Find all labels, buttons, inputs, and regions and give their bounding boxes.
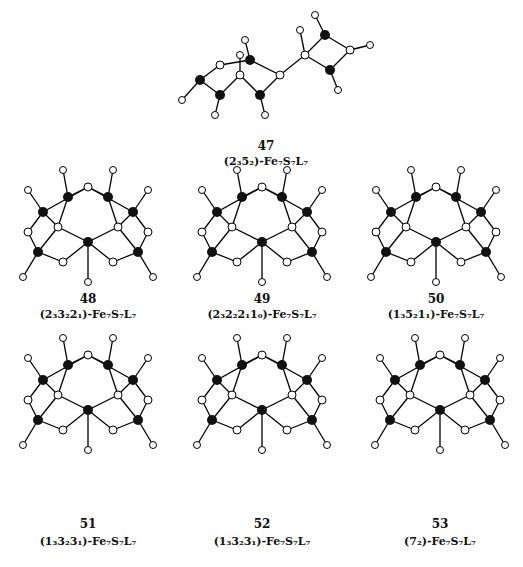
compound-number: 49	[254, 293, 271, 306]
compound-number: 53	[432, 518, 449, 531]
cluster-formula: (1₃5₂1₁)-Fe₇S₇L₇	[388, 309, 485, 321]
cluster-formula: (7₂)-Fe₇S₇L₇	[404, 536, 476, 548]
cluster-formula: (1₃3₂3₁)-Fe₇S₇L₇	[40, 536, 137, 548]
cluster-formula: (1₃3₂3₁)-Fe₇S₇L₇	[214, 536, 311, 548]
compound-number: 52	[254, 518, 271, 531]
cluster-formula: (2₃5₂)-Fe₇S₇L₇	[224, 156, 308, 168]
compound-number: 47	[258, 140, 275, 153]
cluster-formula: (2₃3₂2₁)-Fe₇S₇L₇	[40, 309, 137, 321]
compound-number: 50	[428, 293, 445, 306]
compound-number: 48	[80, 293, 97, 306]
cluster-formula: (2₃2₂2₁1₀)-Fe₇S₇L₇	[207, 309, 316, 321]
compound-number: 51	[80, 518, 97, 531]
